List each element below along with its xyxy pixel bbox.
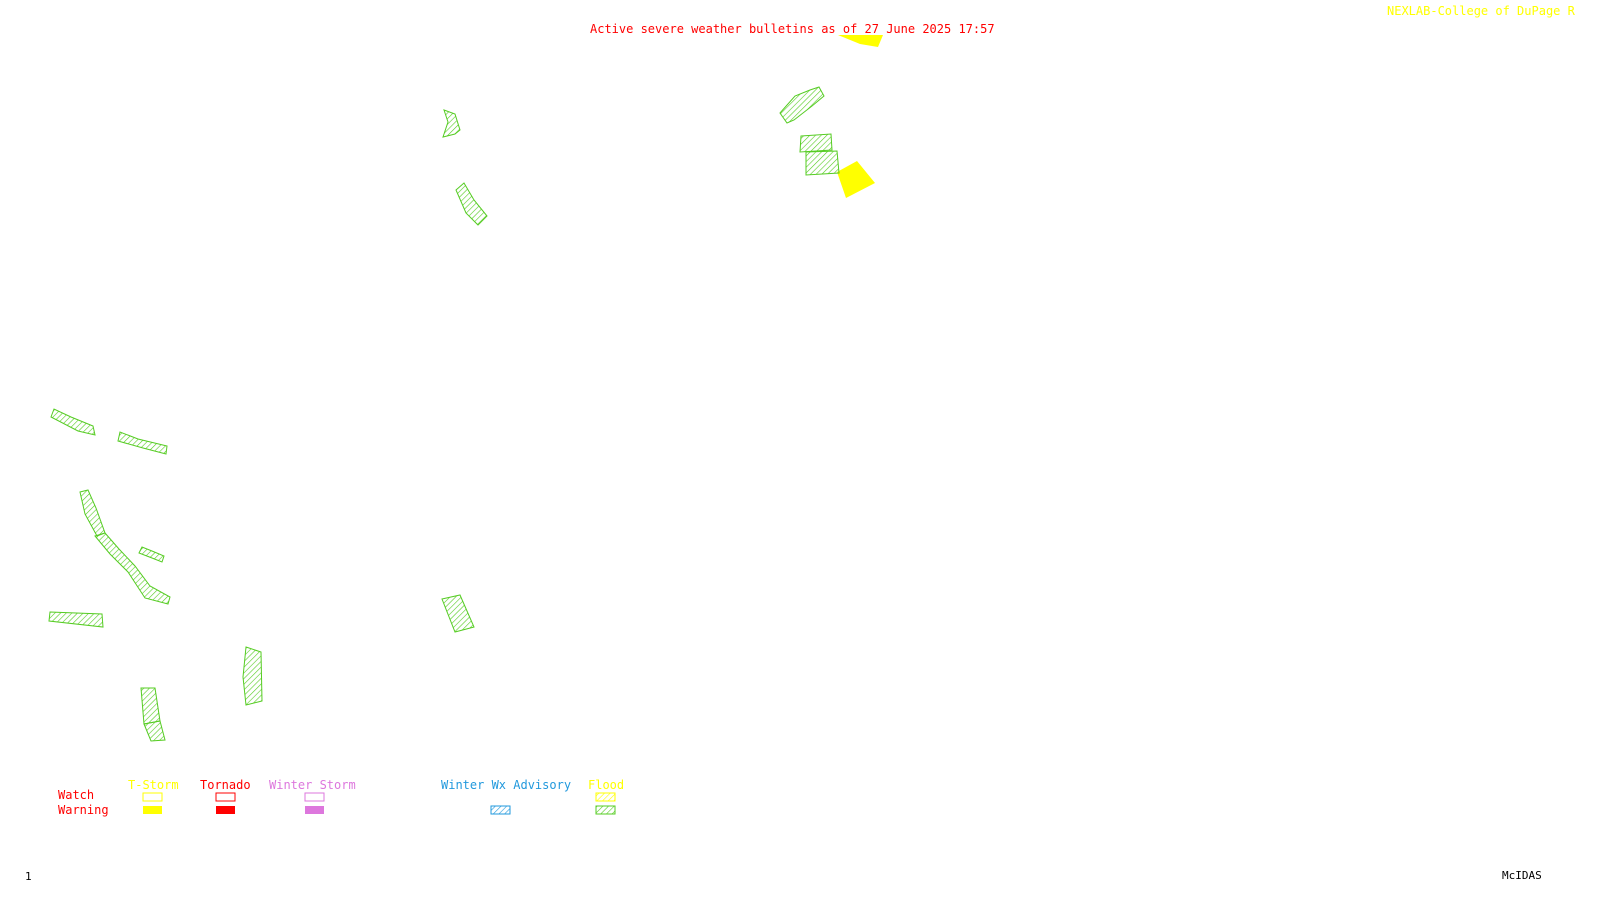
legend-watch-row-label: Watch: [58, 788, 95, 802]
flood-warning-polygon: [50, 408, 96, 436]
legend-tstorm-label: T-Storm: [128, 778, 179, 792]
legend-flood-warning-swatch: [595, 805, 616, 815]
flood-warning-polygon: [441, 594, 475, 633]
flood-warning-polygon: [805, 150, 840, 176]
flood-warning-polygon: [79, 489, 106, 537]
software-label: McIDAS: [1502, 869, 1542, 882]
legend-winter-advisory-swatch: [490, 805, 511, 815]
legend-tstorm-watch-swatch: [142, 792, 163, 802]
flood-warning-polygon: [242, 646, 263, 706]
frame-number: 1: [25, 870, 32, 883]
legend-tornado-label: Tornado: [200, 778, 251, 792]
flood-warning-polygon: [143, 720, 166, 742]
bulletin-title: Active severe weather bulletins as of 27…: [590, 22, 995, 36]
legend-winter-storm-watch-swatch: [304, 792, 325, 802]
flood-warning-polygon: [48, 611, 104, 628]
legend-tornado-watch-swatch: [215, 792, 236, 802]
flood-warning-polygon: [455, 182, 488, 226]
legend-winter-advisory-label: Winter Wx Advisory: [441, 778, 572, 792]
flood-warning-polygon: [138, 546, 165, 563]
credit-label: NEXLAB-College of DuPage R: [1387, 4, 1575, 18]
legend-flood-label: Flood: [588, 778, 625, 792]
tstorm-warning-polygon: [838, 35, 883, 47]
flood-warning-polygon: [779, 86, 825, 124]
flood-warning-polygon: [94, 532, 171, 605]
flood-warning-polygon: [140, 687, 161, 725]
legend-tornado-warning-swatch: [216, 806, 235, 814]
legend-winter-storm-warning-swatch: [305, 806, 324, 814]
tstorm-warning-polygon: [837, 161, 875, 198]
flood-warning-polygon: [442, 109, 461, 138]
flood-warning-polygon: [117, 431, 168, 455]
flood-warning-polygon: [799, 133, 833, 153]
legend-winter-storm-label: Winter Storm: [269, 778, 356, 792]
legend-flood-watch-swatch: [595, 792, 616, 802]
legend-warning-row-label: Warning: [58, 803, 109, 817]
legend-tstorm-warning-swatch: [143, 806, 162, 814]
